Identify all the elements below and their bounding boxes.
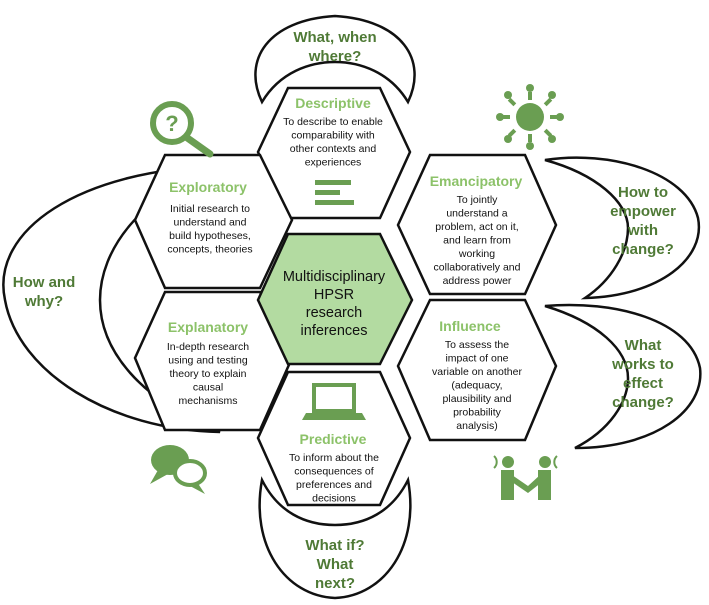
question-right-lower: What works to effect change? xyxy=(611,337,674,411)
predictive-description-line: consequences of xyxy=(294,466,373,478)
text-lines-icon xyxy=(315,180,354,205)
hex-influence xyxy=(396,298,558,442)
hexagons xyxy=(133,86,558,507)
exploratory-description-line: Initial research to xyxy=(170,203,250,215)
emancipatory-description-line: address power xyxy=(443,275,512,287)
hex-descriptive xyxy=(256,86,412,220)
hex-exploratory xyxy=(133,153,294,290)
question-right-upper-line: How to xyxy=(618,184,668,201)
influence-description-line: analysis) xyxy=(456,420,497,432)
explanatory-description: In-depth research using and testingtheory… xyxy=(167,341,249,407)
predictive-title: Predictive xyxy=(300,431,367,447)
question-right-lower-line: effect xyxy=(623,375,663,392)
question-right-upper-line: empower xyxy=(610,203,676,220)
explanatory-description-line: mechanisms xyxy=(179,395,238,407)
svg-text:?: ? xyxy=(165,111,178,136)
question-right-upper: How to empower with change? xyxy=(610,184,676,258)
influence-description-line: variable on another xyxy=(432,366,522,378)
explanatory-description-line: In-depth research xyxy=(167,341,249,353)
emancipatory-description-line: working xyxy=(458,248,495,260)
explanatory-description-line: using and testing xyxy=(168,355,248,367)
explanatory-title: Explanatory xyxy=(168,319,248,335)
emancipatory-title: Emancipatory xyxy=(430,173,523,189)
exploratory-description-line: build hypotheses, xyxy=(169,230,251,242)
descriptive-description-line: other contexts and xyxy=(290,143,377,155)
question-top-line: What, when xyxy=(293,29,376,46)
center-label-line: Multidisciplinary xyxy=(283,269,386,285)
center-label-line: HPSR xyxy=(314,287,354,303)
question-bottom-line: What if? xyxy=(305,537,364,554)
question-right-upper-line: change? xyxy=(612,241,674,258)
question-top-line: where? xyxy=(308,48,362,65)
hex-emancipatory xyxy=(396,153,558,296)
crescent-top xyxy=(254,14,416,105)
predictive-description-line: To inform about the xyxy=(289,452,379,464)
question-left-line: why? xyxy=(24,293,63,310)
magnifier-question-icon: ? xyxy=(150,101,214,158)
question-bottom-line: next? xyxy=(315,575,355,592)
predictive-description-line: preferences and xyxy=(296,479,372,491)
emancipatory-description-line: problem, act on it, xyxy=(435,221,518,233)
question-right-lower-line: change? xyxy=(612,394,674,411)
exploratory-description-line: understand and xyxy=(174,217,247,229)
laptop-icon xyxy=(302,383,366,420)
influence-description-line: impact of one xyxy=(445,353,508,365)
handshake-icon xyxy=(493,455,558,500)
question-right-upper-line: with xyxy=(627,222,658,239)
question-bottom-line: What xyxy=(317,556,354,573)
descriptive-title: Descriptive xyxy=(295,95,371,111)
crescent-bottom xyxy=(258,476,412,600)
predictive-description: To inform about the consequences ofprefer… xyxy=(289,452,379,505)
crescents xyxy=(2,14,702,600)
descriptive-description-line: comparability with xyxy=(291,130,375,142)
center-label-line: research xyxy=(306,305,362,321)
exploratory-title: Exploratory xyxy=(169,179,247,195)
descriptive-description-line: To describe to enable xyxy=(283,116,383,128)
descriptive-description: To describe to enable comparability witho… xyxy=(283,116,383,169)
speech-bubbles-icon xyxy=(150,445,207,494)
predictive-description-line: decisions xyxy=(312,493,356,505)
center-label-line: inferences xyxy=(301,323,368,339)
hex-explanatory xyxy=(133,290,294,432)
descriptive-description-line: experiences xyxy=(305,157,362,169)
influence-description-line: (adequacy, xyxy=(451,380,502,392)
influence-description-line: plausibility and xyxy=(443,393,512,405)
hex-predictive xyxy=(256,370,412,507)
question-right-lower-line: What xyxy=(625,337,662,354)
emancipatory-description-line: collaboratively and xyxy=(434,262,521,274)
question-left-line: How and xyxy=(13,274,76,291)
exploratory-description-line: concepts, theories xyxy=(167,244,252,256)
influence-title: Influence xyxy=(439,318,501,334)
question-right-lower-line: works to xyxy=(611,356,674,373)
hex-center xyxy=(256,232,414,366)
crescent-right-lower xyxy=(544,303,702,450)
question-top: What, when where? xyxy=(293,29,376,65)
explanatory-description-line: causal xyxy=(193,382,223,394)
emancipatory-description-line: understand a xyxy=(446,208,507,220)
emancipatory-description-line: and learn from xyxy=(443,235,511,247)
explanatory-description-line: theory to explain xyxy=(169,368,246,380)
crescent-right-upper xyxy=(544,156,701,300)
question-bottom: What if? What next? xyxy=(305,537,364,592)
influence-description-line: probability xyxy=(453,407,502,419)
people-circle-icon xyxy=(496,84,564,150)
emancipatory-description-line: To jointly xyxy=(457,194,499,206)
question-left: How and why? xyxy=(13,274,76,310)
influence-description-line: To assess the xyxy=(445,339,509,351)
